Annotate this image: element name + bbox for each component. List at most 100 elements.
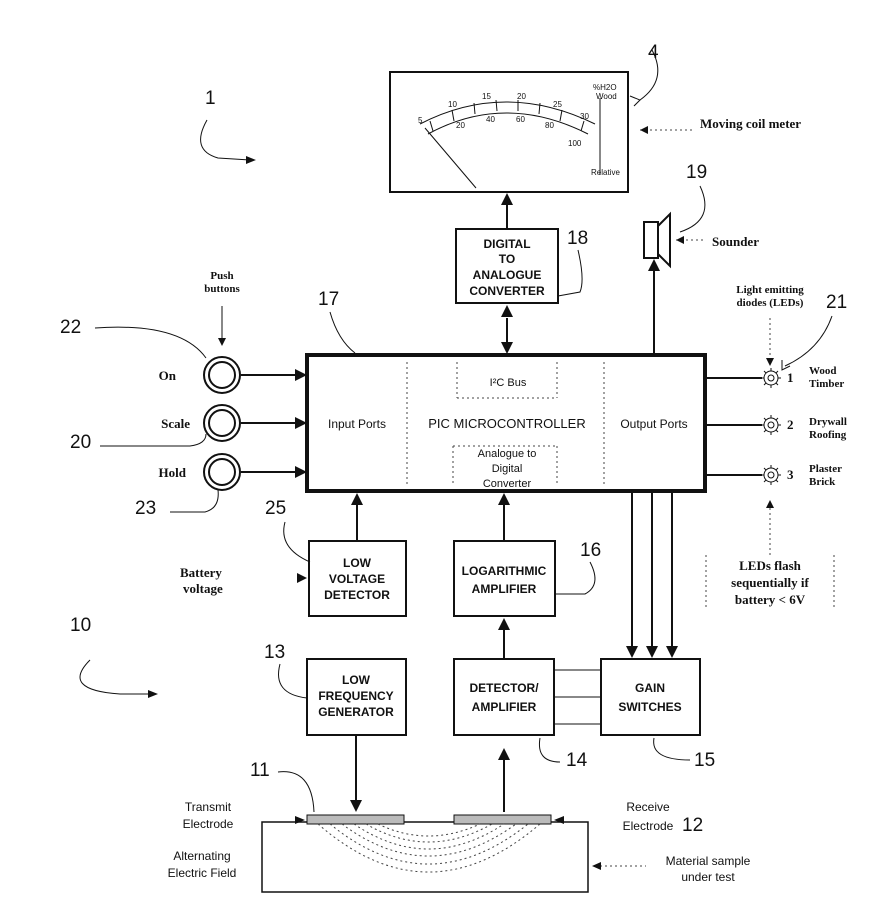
ref-20: 20 <box>70 432 91 453</box>
detector-amplifier-block: DETECTOR/ AMPLIFIER <box>453 658 555 736</box>
led-2-line2: Roofing <box>809 429 847 441</box>
scale-bottom-4: 80 <box>545 121 554 130</box>
lvd-line2: VOLTAGE <box>329 572 385 586</box>
led-3-line2: Brick <box>809 476 836 488</box>
lvd-line3: DETECTOR <box>324 588 390 602</box>
battery-line1: Battery <box>180 565 222 580</box>
led-2 <box>705 415 781 435</box>
ref-21: 21 <box>826 292 847 313</box>
push-buttons-title1: Push <box>210 270 233 282</box>
ref-16: 16 <box>580 540 601 561</box>
material-sample <box>261 814 589 893</box>
scale-button[interactable] <box>203 404 241 442</box>
lvd-line1: LOW <box>343 556 372 570</box>
gain-line1: GAIN <box>635 681 665 695</box>
led-1-line1: Wood <box>809 365 837 377</box>
scale-top-6: 30 <box>580 112 589 121</box>
battery-line2: voltage <box>183 581 223 596</box>
led-3 <box>705 465 781 485</box>
ref-10: 10 <box>70 615 91 636</box>
low-frequency-generator-block: LOW FREQUENCY GENERATOR <box>306 658 407 736</box>
sample-line1: Material sample <box>666 854 751 868</box>
ref-23: 23 <box>135 498 156 519</box>
led-note-1: LEDs flash <box>739 558 802 573</box>
led-note-2: sequentially if <box>731 575 809 590</box>
hold-button[interactable] <box>203 453 241 491</box>
field-line1: Alternating <box>173 849 230 863</box>
logarithmic-amplifier-block: LOGARITHMIC AMPLIFIER <box>453 540 556 617</box>
meter-title: Moving coil meter <box>700 116 801 131</box>
led-1 <box>705 368 781 388</box>
ref-19: 19 <box>686 162 707 183</box>
dac-line2: TO <box>499 252 515 266</box>
dac-line4: CONVERTER <box>469 284 545 298</box>
field-line2: Electric Field <box>168 866 237 880</box>
hold-label: Hold <box>159 465 187 480</box>
meter-unit-top2: Wood <box>596 92 617 101</box>
low-voltage-detector-block: LOW VOLTAGE DETECTOR <box>308 540 407 617</box>
scale-bottom-5: 100 <box>568 139 582 148</box>
det-amp-line2: AMPLIFIER <box>472 700 537 714</box>
gain-line2: SWITCHES <box>618 700 681 714</box>
receive-line2: Electrode <box>623 819 674 833</box>
lfg-line2: FREQUENCY <box>318 689 393 703</box>
det-amp-line1: DETECTOR/ <box>469 681 539 695</box>
dac-block: DIGITAL TO ANALOGUE CONVERTER <box>455 228 559 304</box>
scale-label: Scale <box>161 416 190 431</box>
meter-unit-top: %H2O <box>593 83 617 92</box>
led-3-num: 3 <box>787 467 794 482</box>
adc-line2: Digital <box>492 463 523 475</box>
on-button[interactable] <box>203 356 241 394</box>
scale-top-2: 10 <box>448 100 457 109</box>
ref-1: 1 <box>205 88 216 109</box>
output-ports-label: Output Ports <box>620 417 687 431</box>
sounder-label: Sounder <box>712 234 759 249</box>
ref-4: 4 <box>648 42 659 63</box>
on-label: On <box>159 368 177 383</box>
meter-unit-bottom: Relative <box>591 168 620 177</box>
push-buttons-title2: buttons <box>204 283 240 295</box>
input-ports-label: Input Ports <box>328 417 386 431</box>
ref-25: 25 <box>265 498 286 519</box>
led-note-3: battery < 6V <box>735 592 806 607</box>
leds-title2: diodes (LEDs) <box>737 297 804 309</box>
sounder-icon <box>643 211 671 269</box>
ref-15: 15 <box>694 750 715 771</box>
log-amp-line2: AMPLIFIER <box>472 582 537 596</box>
scale-bottom-2: 40 <box>486 115 495 124</box>
adc-line1: Analogue to <box>478 448 537 460</box>
dac-line1: DIGITAL <box>483 237 530 251</box>
led-3-line1: Plaster <box>809 463 842 475</box>
ref-22: 22 <box>60 317 81 338</box>
transmit-line2: Electrode <box>183 817 234 831</box>
scale-top-4: 20 <box>517 92 526 101</box>
led-1-line2: Timber <box>809 378 844 390</box>
transmit-line1: Transmit <box>185 800 232 814</box>
scale-bottom-1: 20 <box>456 121 465 130</box>
ref-13: 13 <box>264 642 285 663</box>
leds-title1: Light emitting <box>736 284 804 296</box>
scale-top-1: 5 <box>418 116 423 125</box>
led-1-num: 1 <box>787 370 794 385</box>
lfg-line3: GENERATOR <box>318 705 394 719</box>
dac-line3: ANALOGUE <box>473 268 542 282</box>
moving-coil-meter: 5 10 15 20 25 30 20 40 60 80 100 %H2O Wo… <box>389 71 629 193</box>
adc-line3: Converter <box>483 478 532 490</box>
led-2-num: 2 <box>787 417 794 432</box>
ref-12: 12 <box>682 815 703 836</box>
pic-main-label: PIC MICROCONTROLLER <box>428 416 585 431</box>
i2c-bus-label: I²C Bus <box>490 377 527 389</box>
sample-line2: under test <box>681 870 735 884</box>
gain-switches-block: GAIN SWITCHES <box>600 658 701 736</box>
ref-18: 18 <box>567 228 588 249</box>
led-2-line1: Drywall <box>809 416 847 428</box>
scale-bottom-3: 60 <box>516 115 525 124</box>
ref-17: 17 <box>318 289 339 310</box>
log-amp-line1: LOGARITHMIC <box>462 564 547 578</box>
scale-top-5: 25 <box>553 100 562 109</box>
receive-line1: Receive <box>626 800 670 814</box>
ref-11: 11 <box>250 760 270 781</box>
scale-top-3: 15 <box>482 92 491 101</box>
